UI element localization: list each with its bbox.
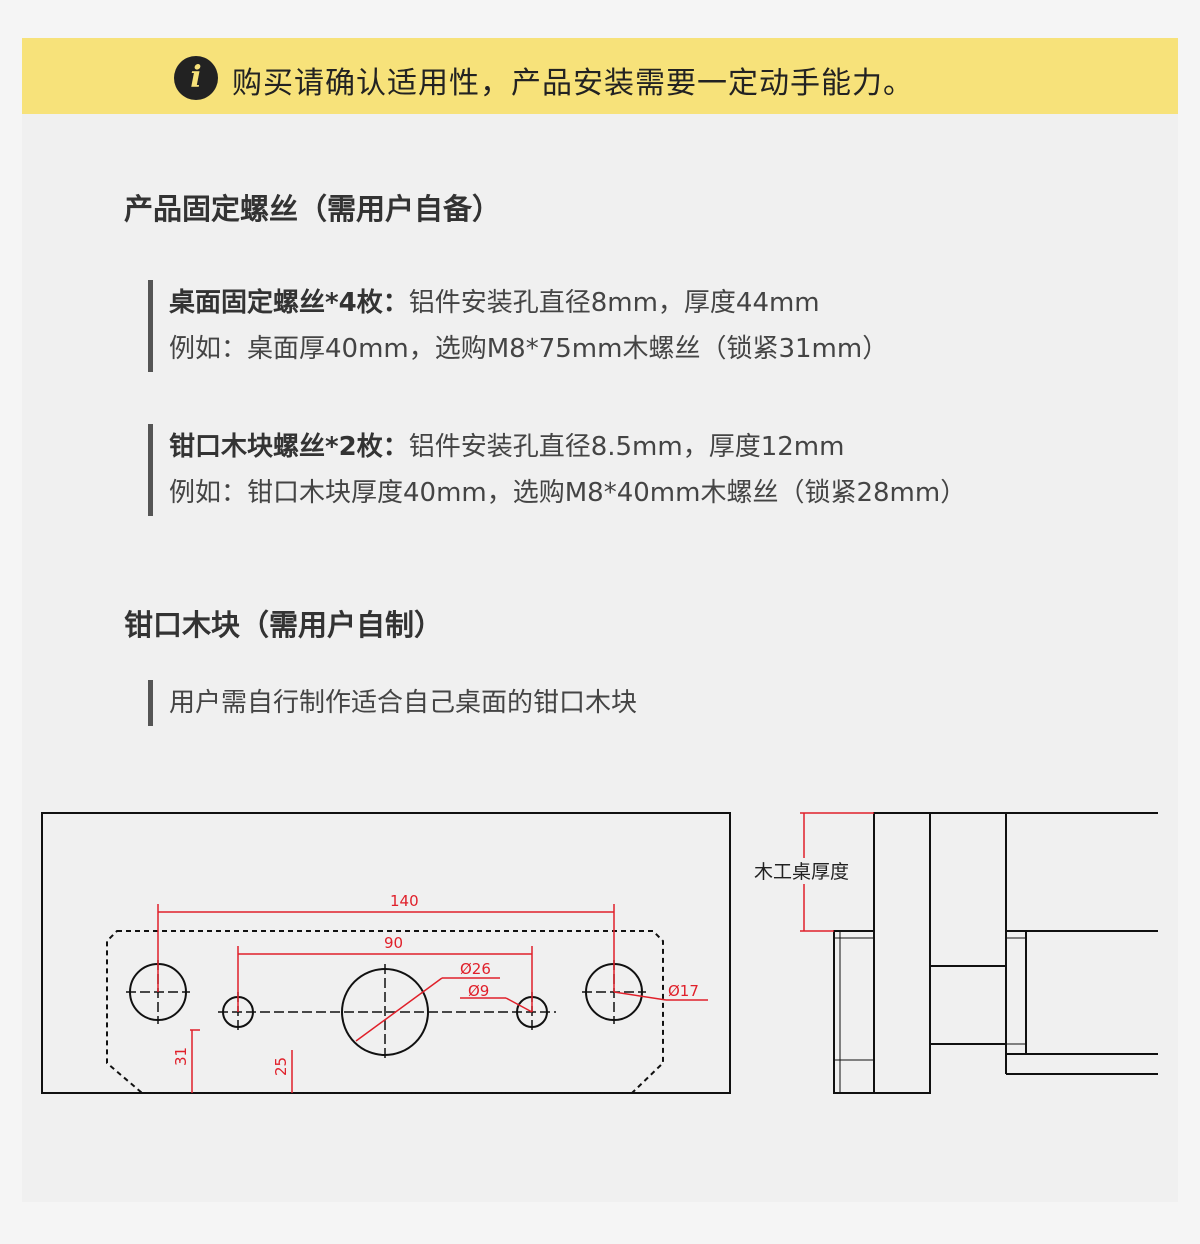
front-view <box>41 812 731 1094</box>
dim-90-label: 90 <box>384 934 403 952</box>
jaw-screw-spec: 铝件安装孔直径8.5mm，厚度12mm <box>408 432 845 462</box>
desk-screw-spec: 铝件安装孔直径8mm，厚度44mm <box>408 288 820 318</box>
desk-thickness-label: 木工桌厚度 <box>754 861 849 883</box>
front-outline <box>41 812 731 1094</box>
info-icon: i <box>174 56 218 100</box>
dim-25-label: 25 <box>272 1057 290 1076</box>
notice-text: 购买请确认适用性，产品安装需要一定动手能力。 <box>232 66 914 101</box>
vise-screw <box>929 965 1007 1045</box>
dim-d9-label: Ø9 <box>468 982 489 1000</box>
center-lines <box>126 960 646 1060</box>
aluminum-plate-outline <box>106 930 664 1094</box>
dim-d17-label: Ø17 <box>668 982 699 1000</box>
content-panel: i 购买请确认适用性，产品安装需要一定动手能力。 产品固定螺丝（需用户自备） 桌… <box>22 38 1178 1202</box>
desk-screw-label: 桌面固定螺丝*4枚： <box>169 288 409 318</box>
jaw-screw-block: 钳口木块螺丝*2枚：铝件安装孔直径8.5mm，厚度12mm 例如：钳口木块厚度4… <box>148 424 966 516</box>
side-view <box>833 812 1158 1094</box>
front-dimensions <box>157 904 708 1093</box>
jaw-block-note-block: 用户需自行制作适合自己桌面的钳口木块 <box>148 680 637 726</box>
desk-section <box>873 812 931 1094</box>
jaw-block-section <box>833 930 875 1094</box>
dim-140-label: 140 <box>390 892 419 910</box>
desk-screw-block: 桌面固定螺丝*4枚：铝件安装孔直径8mm，厚度44mm 例如：桌面厚40mm，选… <box>148 280 888 372</box>
jaw-block-section-title: 钳口木块（需用户自制） <box>124 608 444 642</box>
technical-drawing: 140 90 Ø26 Ø9 Ø17 31 25 <box>41 812 1158 1094</box>
dim-d26-label: Ø26 <box>460 960 491 978</box>
vise-plate <box>1005 930 1027 1055</box>
notice-banner: i 购买请确认适用性，产品安装需要一定动手能力。 <box>22 38 1178 114</box>
side-label-bg <box>758 858 870 884</box>
front-dimension-labels: 140 90 Ø26 Ø9 Ø17 31 25 <box>172 892 699 1076</box>
dim-31-label: 31 <box>172 1047 190 1066</box>
screws-section-title: 产品固定螺丝（需用户自备） <box>124 192 502 226</box>
jaw-screw-example: 例如：钳口木块厚度40mm，选购M8*40mm木螺丝（锁紧28mm） <box>169 478 967 508</box>
jaw-block-note: 用户需自行制作适合自己桌面的钳口木块 <box>169 688 638 718</box>
desk-screw-spec-line: 桌面固定螺丝*4枚：铝件安装孔直径8mm，厚度44mm <box>169 280 888 326</box>
desk-screw-example: 例如：桌面厚40mm，选购M8*75mm木螺丝（锁紧31mm） <box>169 334 889 364</box>
jaw-screw-label: 钳口木块螺丝*2枚： <box>169 432 409 462</box>
jaw-screw-spec-line: 钳口木块螺丝*2枚：铝件安装孔直径8.5mm，厚度12mm <box>169 424 966 470</box>
